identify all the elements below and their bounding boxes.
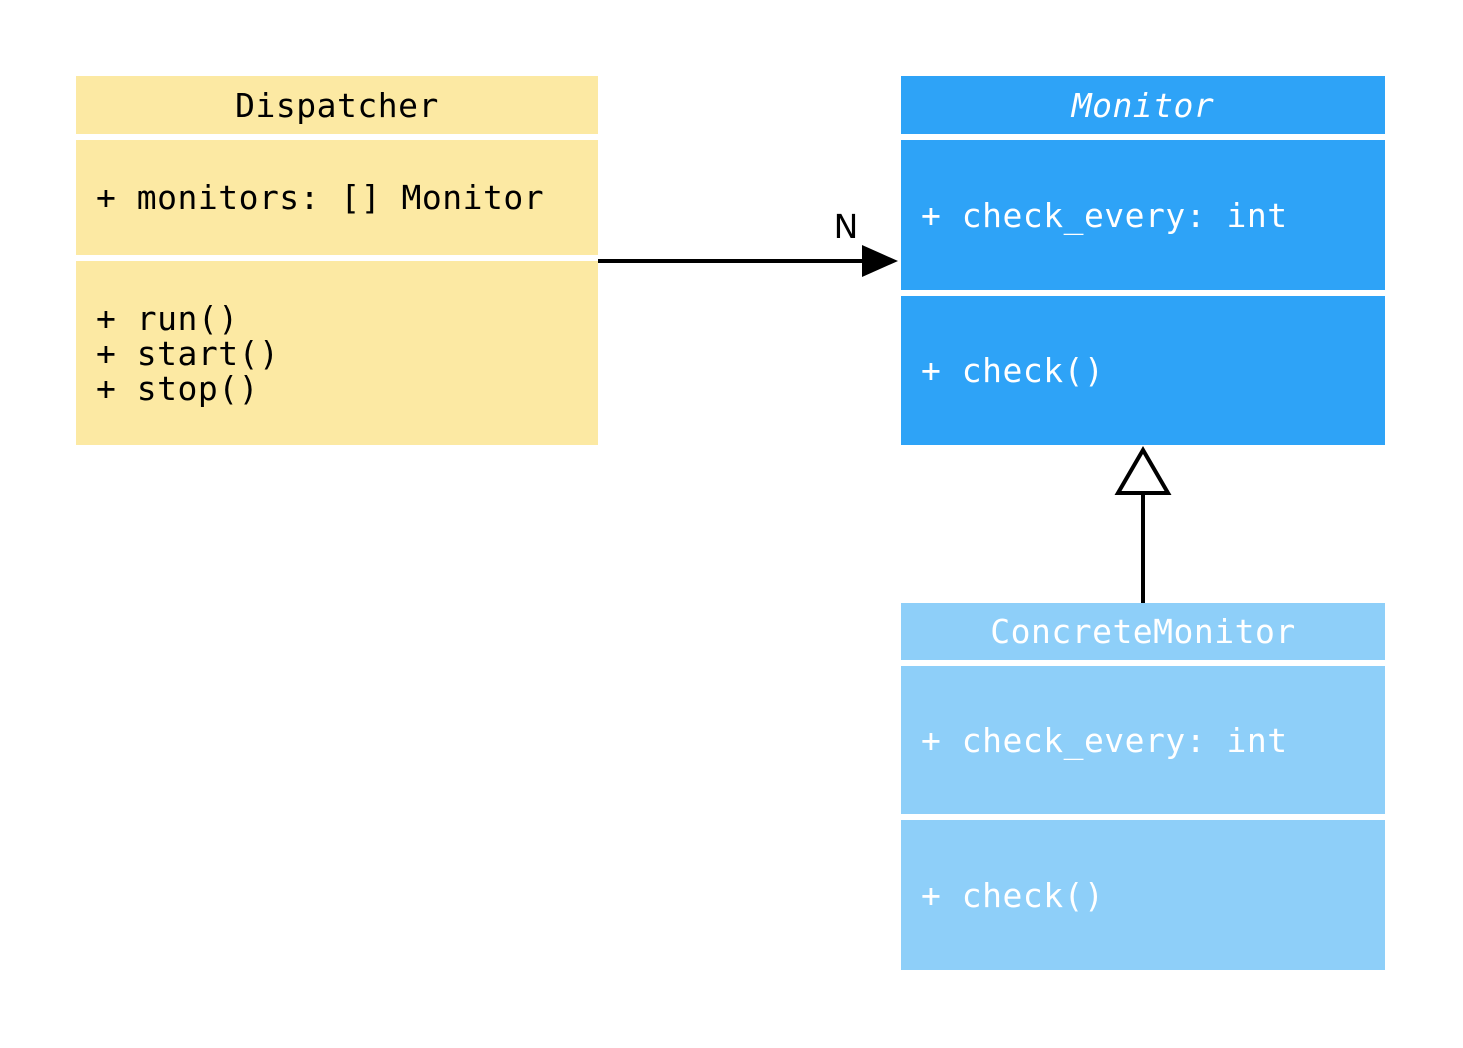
method-line: + start() — [96, 333, 280, 373]
method-line: + run() — [96, 298, 239, 338]
class-dispatcher-attributes: + monitors: [] Monitor — [76, 140, 598, 255]
class-concretemonitor: ConcreteMonitor + check_every: int + che… — [901, 603, 1385, 970]
class-monitor: Monitor + check_every: int + check() — [901, 76, 1385, 445]
association-multiplicity-label: N — [833, 207, 859, 246]
association-arrowhead-icon — [862, 245, 898, 277]
class-monitor-title: Monitor — [901, 76, 1385, 134]
method-line: + check() — [921, 875, 1105, 915]
inheritance-triangle-icon — [1114, 446, 1172, 495]
attribute-line: + check_every: int — [921, 195, 1288, 235]
class-dispatcher: Dispatcher + monitors: [] Monitor + run(… — [76, 76, 598, 445]
method-line: + stop() — [96, 368, 259, 408]
method-line: + check() — [921, 351, 1105, 390]
class-monitor-attributes: + check_every: int — [901, 140, 1385, 290]
class-concretemonitor-title: ConcreteMonitor — [901, 603, 1385, 660]
attribute-line: + check_every: int — [921, 720, 1288, 760]
class-dispatcher-methods: + run() + start() + stop() — [76, 261, 598, 445]
class-dispatcher-title: Dispatcher — [76, 76, 598, 134]
class-monitor-methods: + check() — [901, 296, 1385, 445]
class-concretemonitor-methods: + check() — [901, 820, 1385, 970]
class-concretemonitor-attributes: + check_every: int — [901, 666, 1385, 814]
attribute-line: + monitors: [] Monitor — [96, 178, 545, 217]
